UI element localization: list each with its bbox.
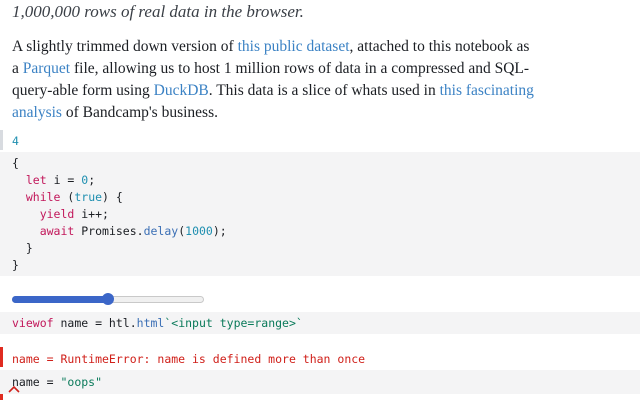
section-heading: 1,000,000 rows of real data in the brows…	[12, 2, 304, 21]
intro-text: , attached to this notebook as	[349, 38, 530, 55]
range-slider[interactable]	[12, 292, 207, 308]
slider-fill	[12, 296, 108, 303]
intro-text: of Bandcamp's business.	[61, 104, 218, 121]
intro-text: . This data is a slice of whats used in	[208, 82, 440, 99]
code-editor-1[interactable]	[0, 152, 640, 276]
error-message: name = RuntimeError: name is defined mor…	[12, 352, 366, 366]
code-text-3: name = "oops"	[12, 375, 103, 389]
analysis-link-part2[interactable]: analysis	[12, 104, 62, 121]
intro-text: a	[12, 60, 23, 77]
chevron-up-icon[interactable]	[7, 383, 21, 395]
cell-output-value: 4	[12, 134, 19, 148]
intro-text: query-able form using	[12, 82, 154, 99]
code-editor-2[interactable]	[0, 312, 640, 334]
intro-paragraph: A slightly trimmed down version of this …	[12, 36, 534, 124]
code-editor-3[interactable]	[0, 370, 640, 394]
intro-text: file, allowing us to host 1 million rows…	[70, 60, 530, 77]
code-text-1: { let i = 0; while (true) { yield i++; a…	[12, 156, 227, 272]
dataset-link[interactable]: this public dataset	[237, 38, 350, 55]
analysis-link-part1[interactable]: this fascinating	[439, 82, 534, 99]
parquet-link[interactable]: Parquet	[22, 60, 71, 77]
error-gutter[interactable]	[0, 347, 3, 367]
intro-text: A slightly trimmed down version of	[12, 38, 238, 55]
cell-gutter-1[interactable]	[0, 130, 3, 150]
duckdb-link[interactable]: DuckDB	[153, 82, 209, 99]
code-text-2: viewof name = htl.html`<input type=range…	[12, 316, 303, 330]
slider-thumb[interactable]	[102, 293, 114, 305]
